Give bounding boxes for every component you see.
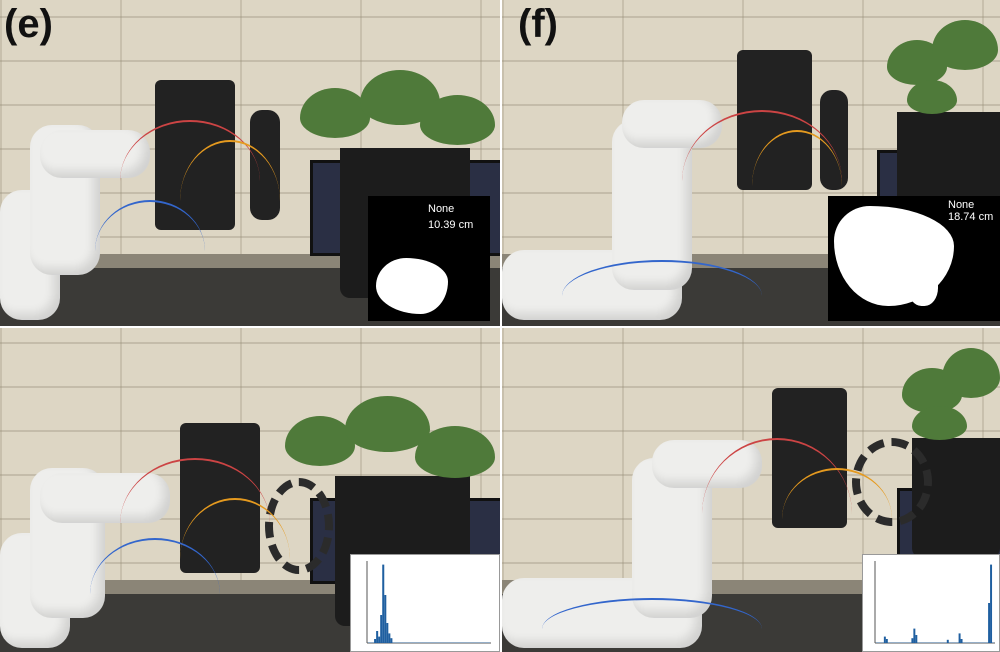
histogram-bars	[876, 564, 994, 643]
inset-class-label: None	[428, 203, 455, 215]
histogram-bar	[911, 638, 914, 643]
histogram-bar	[386, 623, 389, 643]
histogram-chart	[874, 561, 995, 644]
histogram-chart	[366, 561, 491, 644]
plant-leaf	[415, 426, 495, 478]
panel-g	[0, 328, 500, 652]
mask-blob	[908, 266, 938, 306]
plant-leaf	[942, 348, 1000, 398]
histogram-bar	[958, 633, 961, 643]
plant-leaf	[345, 396, 430, 452]
panel-label: (e)	[4, 2, 53, 46]
plant-leaf	[420, 95, 495, 145]
wire	[752, 130, 842, 242]
histogram-bar	[946, 639, 949, 643]
histogram-bar	[390, 638, 393, 643]
wire	[562, 260, 762, 326]
plant-leaf	[912, 406, 967, 440]
inset-size-readout: 10.39 cm	[428, 219, 474, 231]
plant-leaf	[300, 88, 370, 138]
histogram-inset	[862, 554, 1000, 652]
histogram-bar	[988, 603, 991, 643]
inset-class-label: None	[948, 199, 975, 211]
histogram-bar	[960, 639, 963, 643]
wire	[702, 438, 852, 590]
wire	[180, 140, 280, 262]
histogram-inset	[350, 554, 500, 652]
histogram-bar	[382, 564, 385, 643]
histogram-bar	[990, 564, 993, 643]
wire	[682, 110, 842, 252]
histogram-bar	[380, 615, 383, 643]
wire	[95, 200, 205, 302]
mask-blob	[376, 258, 448, 314]
segmentation-mask-inset: None 10.39 cm	[368, 196, 490, 321]
histogram-bar	[374, 639, 377, 643]
histogram-bars	[368, 564, 490, 643]
histogram-bar	[883, 636, 886, 643]
histogram-bar	[378, 636, 381, 643]
wire	[90, 538, 220, 650]
wire	[120, 120, 260, 242]
plant-leaf	[932, 20, 998, 70]
wire	[120, 458, 270, 590]
wire	[782, 468, 892, 570]
histogram-bar	[915, 635, 918, 643]
plant-leaf	[285, 416, 355, 466]
inset-size-readout: 18.74 cm	[948, 211, 994, 223]
panel-f: (f) None 18.74 cm	[502, 0, 1000, 326]
histogram-bar	[384, 595, 387, 643]
panel-label: (f)	[518, 2, 558, 46]
histogram-bar	[885, 639, 888, 643]
wire	[542, 598, 762, 652]
histogram-bar	[913, 628, 916, 643]
wire	[180, 498, 290, 620]
segmentation-mask-inset: None 18.74 cm	[828, 196, 1000, 321]
panel-e: (e) None 10.39 cm	[0, 0, 500, 326]
histogram-bar	[388, 633, 391, 643]
panel-h	[502, 328, 1000, 652]
histogram-bar	[376, 631, 379, 643]
plant-leaf	[907, 80, 957, 114]
